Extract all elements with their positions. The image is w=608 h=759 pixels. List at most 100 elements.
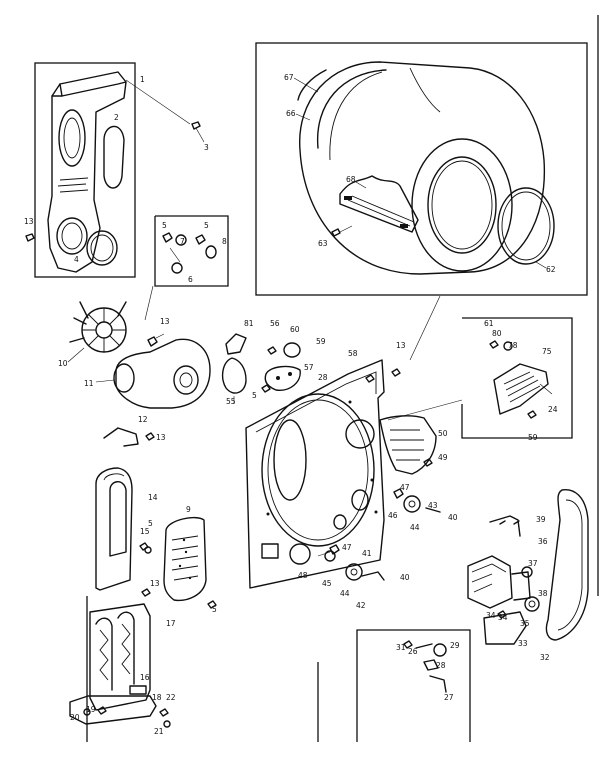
callout-13d: 13 xyxy=(156,433,166,442)
callout-48: 48 xyxy=(298,571,308,580)
callout-57: 57 xyxy=(304,363,314,372)
drum-leader xyxy=(409,295,441,361)
drum-seal-62 xyxy=(497,187,555,265)
callout-32: 32 xyxy=(540,653,550,662)
callout-16: 16 xyxy=(140,673,150,682)
callout-46: 46 xyxy=(388,511,398,520)
callout-21: 21 xyxy=(154,727,164,736)
duct-ring-4 xyxy=(86,230,118,266)
heater-duct-and-lint xyxy=(95,427,217,609)
callout-11: 11 xyxy=(84,379,94,388)
callout-40: 40 xyxy=(448,513,458,522)
callout-40b: 40 xyxy=(400,573,410,582)
callout-3: 3 xyxy=(204,143,209,152)
callout-44b: 44 xyxy=(340,589,350,598)
callout-12: 12 xyxy=(138,415,148,424)
callout-20: 20 xyxy=(70,713,80,722)
belt-guide-leader xyxy=(387,399,463,421)
callout-31: 31 xyxy=(396,643,406,652)
callout-numbers: 1 2 3 13 4 5 7 5 8 6 67 66 68 63 62 10 1… xyxy=(24,73,558,736)
callout-44: 44 xyxy=(410,523,420,532)
callout-42: 42 xyxy=(356,601,366,610)
callout-28b: 28 xyxy=(436,661,446,670)
callout-38: 38 xyxy=(538,589,548,598)
duct-assembly-frame xyxy=(34,62,136,278)
drum-assembly-frame xyxy=(255,42,588,296)
callout-17: 17 xyxy=(166,619,176,628)
callout-35: 35 xyxy=(520,619,530,628)
callout-63: 63 xyxy=(318,239,328,248)
callout-47b: 47 xyxy=(342,543,352,552)
callout-27: 27 xyxy=(444,693,454,702)
motor-mount-33 xyxy=(483,611,527,645)
callout-13e: 13 xyxy=(150,579,160,588)
callout-55: 55 xyxy=(226,397,236,406)
callout-34: 34 xyxy=(498,613,508,622)
callout-59: 59 xyxy=(316,337,326,346)
callout-36: 36 xyxy=(538,537,548,546)
callout-26: 26 xyxy=(408,647,418,656)
drive-motor-assembly xyxy=(467,489,589,645)
callout-4: 4 xyxy=(74,255,79,264)
lamp-and-thermostat xyxy=(221,333,301,404)
callout-80b: 80 xyxy=(492,329,502,338)
callout-47: 47 xyxy=(400,483,410,492)
heater-duct-14 xyxy=(95,467,133,591)
callout-8: 8 xyxy=(222,237,227,246)
callout-29: 29 xyxy=(450,641,460,650)
callout-28: 28 xyxy=(318,373,328,382)
callout-60: 60 xyxy=(290,325,300,334)
idler-assembly xyxy=(403,640,447,693)
callout-14: 14 xyxy=(148,493,158,502)
lint-filter-9 xyxy=(163,516,207,602)
callout-5: 5 xyxy=(162,221,167,230)
rear-bulkhead xyxy=(245,359,437,589)
callout-67: 67 xyxy=(284,73,294,82)
callout-5d: 5 xyxy=(212,605,217,614)
front-duct-assembly xyxy=(25,71,205,273)
callout-6: 6 xyxy=(188,275,193,284)
callout-5b: 5 xyxy=(204,221,209,230)
callout-1: 1 xyxy=(140,75,145,84)
callout-22: 22 xyxy=(166,693,176,702)
callout-45: 45 xyxy=(322,579,332,588)
callout-50: 50 xyxy=(438,429,448,438)
callout-10: 10 xyxy=(58,359,68,368)
callout-33: 33 xyxy=(518,639,528,648)
callout-81: 81 xyxy=(244,319,254,328)
callout-56: 56 xyxy=(270,319,280,328)
callout-68: 68 xyxy=(346,175,356,184)
idler-bracket-frame xyxy=(356,629,471,742)
drum-assembly xyxy=(293,61,555,275)
screw-3 xyxy=(191,121,201,130)
callout-19: 19 xyxy=(86,705,96,714)
callout-59b: 59 xyxy=(528,433,538,442)
callout-37: 37 xyxy=(528,559,538,568)
screw-63 xyxy=(331,228,341,237)
hardware-leader xyxy=(144,285,154,321)
drive-belt-32 xyxy=(545,489,589,641)
callout-78: 78 xyxy=(508,341,518,350)
callout-75: 75 xyxy=(542,347,552,356)
lamp-55 xyxy=(221,357,247,394)
callout-43: 43 xyxy=(428,501,438,510)
callout-15: 15 xyxy=(140,527,150,536)
callout-49: 49 xyxy=(438,453,448,462)
drum-baffle-68 xyxy=(339,175,419,233)
callout-66: 66 xyxy=(286,109,296,118)
heater-element-assembly xyxy=(69,603,171,728)
callout-24: 24 xyxy=(548,405,558,414)
callout-61: 61 xyxy=(484,319,494,328)
callout-7: 7 xyxy=(180,237,185,246)
callout-18: 18 xyxy=(152,693,162,702)
callout-2: 2 xyxy=(114,113,119,122)
callout-5c: 5 xyxy=(148,519,153,528)
blower-assembly xyxy=(67,301,211,409)
callout-9: 9 xyxy=(186,505,191,514)
duct-gasket-2 xyxy=(103,125,125,189)
callout-13f: 13 xyxy=(396,341,406,350)
hardware-group-frame xyxy=(154,215,229,287)
belt-guide-frame xyxy=(461,317,573,439)
screw-13 xyxy=(25,233,35,242)
